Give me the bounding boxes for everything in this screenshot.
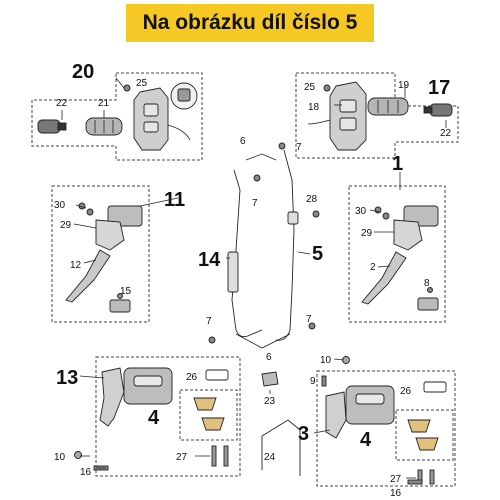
label-10-front: 10	[54, 452, 66, 463]
leader-lines	[61, 77, 447, 479]
bolt-28	[312, 210, 320, 218]
label-21: 21	[98, 98, 110, 109]
left-handlebar-switch	[133, 82, 198, 151]
label-29-left: 29	[60, 220, 72, 231]
label-6-bottom: 6	[266, 352, 272, 363]
banjo-bolt-lower-left	[208, 336, 216, 344]
banjo-bolt-lower-right	[308, 322, 316, 330]
bolt-9	[321, 375, 327, 387]
leader-6-top	[245, 153, 277, 161]
right-handlebar-switch	[307, 81, 367, 151]
left-master-cylinder	[95, 205, 143, 251]
label-15: 15	[120, 286, 132, 297]
label-6-top: 6	[240, 136, 246, 147]
left-lever-pivot-bolts	[78, 202, 94, 216]
label-19: 19	[398, 80, 410, 91]
group-box-right-master-cylinder	[348, 185, 446, 323]
front-pad-spring-26	[205, 369, 229, 381]
screw-25-left	[123, 84, 131, 92]
label-4-front: 4	[148, 407, 160, 429]
part-labels: 20 25 22 21 25 19 17 18 22 6 7 7 28 30 1…	[54, 61, 452, 499]
banner-text: Na obrázku díl číslo 5	[142, 11, 358, 34]
label-29-right: 29	[361, 228, 373, 239]
rear-brake-caliper	[325, 385, 395, 439]
right-lever-pivot-bolts	[374, 206, 390, 220]
brake-hose-5	[275, 149, 299, 341]
label-7-bottom-left: 7	[206, 316, 212, 327]
right-grip	[367, 97, 409, 116]
banjo-bolt-upper-right	[278, 142, 286, 150]
label-7-mid: 7	[252, 198, 258, 209]
right-master-cylinder	[393, 205, 439, 251]
left-brake-lever	[65, 249, 111, 303]
label-16-front: 16	[80, 467, 92, 478]
label-23: 23	[264, 396, 276, 407]
front-brake-caliper	[99, 367, 173, 427]
leader-6-bottom	[235, 333, 291, 349]
label-14: 14	[198, 249, 221, 271]
label-12: 12	[70, 260, 82, 271]
label-13: 13	[56, 367, 78, 389]
label-10-rear: 10	[320, 355, 332, 366]
group-box-left-switch	[31, 72, 203, 161]
screw-25-right	[323, 84, 331, 92]
right-bar-end-weight	[423, 103, 453, 117]
left-bar-end-weight	[37, 119, 67, 134]
label-8: 8	[424, 278, 430, 289]
hose-guide-24	[261, 419, 301, 476]
group-box-rear-caliper	[316, 370, 456, 487]
label-7-top-right: 7	[296, 142, 302, 153]
left-grip	[85, 117, 123, 136]
bolt-16-rear	[407, 479, 423, 485]
right-brake-lever	[361, 251, 407, 305]
label-9: 9	[310, 376, 316, 387]
label-25-left: 25	[136, 78, 148, 89]
label-27-rear: 27	[390, 474, 402, 485]
label-28: 28	[306, 194, 318, 205]
group-box-front-caliper	[95, 356, 241, 477]
label-27-front: 27	[176, 452, 188, 463]
group-box-right-switch	[295, 72, 459, 159]
label-24: 24	[264, 452, 276, 463]
front-caliper-bolts-27	[211, 445, 229, 467]
group-box-pads-left	[179, 389, 238, 441]
banjo-bolt-upper	[253, 174, 261, 182]
label-7-bottom-right: 7	[306, 314, 312, 325]
rear-brake-pads	[407, 419, 439, 451]
label-26-rear: 26	[400, 386, 412, 397]
label-22-left: 22	[56, 98, 68, 109]
label-1: 1	[392, 153, 403, 175]
label-22-right: 22	[440, 128, 452, 139]
label-16-rear: 16	[390, 488, 402, 499]
label-5: 5	[312, 243, 323, 265]
right-brake-light-switch	[417, 287, 439, 311]
label-30-left: 30	[54, 200, 66, 211]
label-20: 20	[72, 61, 94, 83]
label-26-front: 26	[186, 372, 198, 383]
label-2: 2	[370, 262, 376, 273]
label-25-right: 25	[304, 82, 316, 93]
label-17: 17	[428, 77, 450, 99]
label-3: 3	[298, 423, 309, 445]
front-brake-pads	[193, 397, 225, 431]
washer-10-front	[74, 451, 82, 459]
brake-hose-14	[227, 169, 263, 338]
label-30-right: 30	[355, 206, 367, 217]
label-18: 18	[308, 102, 320, 113]
group-box-left-master-cylinder	[51, 185, 150, 323]
label-11: 11	[164, 189, 185, 211]
rear-pad-spring-26	[423, 381, 447, 393]
group-box-pads-right	[395, 409, 454, 461]
label-4-rear: 4	[360, 429, 372, 451]
title-banner: Na obrázku díl číslo 5	[126, 4, 374, 42]
hose-clamp-23	[261, 371, 279, 387]
left-brake-light-switch	[109, 293, 131, 313]
